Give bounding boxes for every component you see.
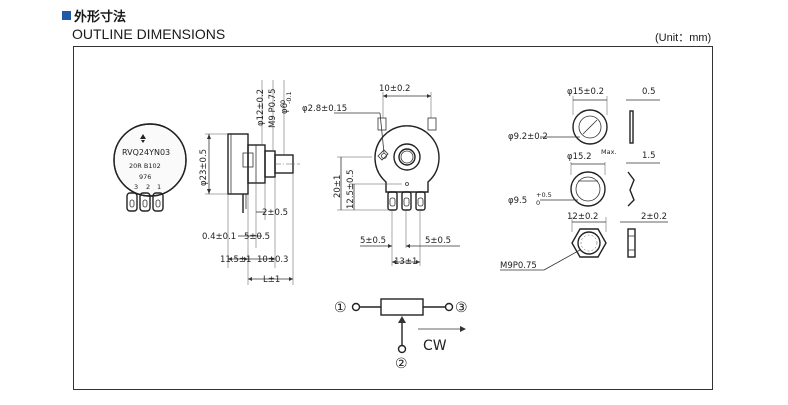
section-title-jp: 外形寸法 bbox=[62, 6, 126, 25]
dim-thread-length: 10±0.3 bbox=[257, 255, 288, 265]
dim-bushing-length: 5±0.5 bbox=[244, 232, 270, 242]
dim-nut-thread: M9P0.75 bbox=[500, 261, 537, 271]
drawing-frame bbox=[73, 46, 713, 390]
nut: 12±0.2 M9P0.75 2±0.2 bbox=[500, 212, 668, 271]
dim-nut-width: 12±0.2 bbox=[567, 212, 598, 222]
washer-2: φ15.2 Max. φ9.5 +0.5 0 1.5 bbox=[508, 148, 660, 207]
dim-shaft-diameter: φ6 bbox=[280, 103, 290, 114]
front-terminals bbox=[126, 192, 164, 212]
dim-pitch-left: 5±0.5 bbox=[360, 236, 386, 246]
dim-nut-thickness: 2±0.2 bbox=[641, 212, 667, 222]
side-view: φ23±0.5 φ12±0.2 M9 P0.75 φ6 -0.1 0 2±0.5… bbox=[199, 80, 300, 285]
dim-hole: φ2.8±0.15 bbox=[302, 104, 347, 114]
dim-shaft-tol-upper: -0.1 bbox=[285, 91, 293, 104]
back-terminals bbox=[387, 191, 426, 211]
pin-label-2: 2 bbox=[146, 183, 150, 191]
dim-pin-span: 13±1 bbox=[394, 257, 417, 267]
dim-washer2-thickness: 1.5 bbox=[642, 151, 656, 161]
rotation-direction-label: CW bbox=[423, 338, 447, 354]
dim-body-diameter: φ23±0.5 bbox=[199, 149, 209, 186]
pin-label-3: 3 bbox=[134, 183, 138, 191]
dim-plate-thickness: 0.4±0.1 bbox=[202, 232, 236, 242]
dim-pitch-right: 5±0.5 bbox=[425, 236, 451, 246]
dim-washer2-outer-sup: Max. bbox=[601, 148, 617, 156]
back-view: 10±0.2 φ2.8±0.15 20±1 12.5±0.5 5±0.5 5±0… bbox=[302, 84, 460, 267]
marking-line3: 976 bbox=[139, 173, 151, 181]
dim-washer2-inner-tol-lower: 0 bbox=[536, 199, 540, 207]
dim-gap: 2±0.5 bbox=[262, 208, 288, 218]
schematic-pin1: ① bbox=[334, 300, 347, 316]
pin-label-1: 1 bbox=[157, 183, 161, 191]
front-view: RVQ24YN03 20R B102 976 3 2 1 bbox=[113, 123, 187, 212]
dim-washer2-inner-tol-upper: +0.5 bbox=[536, 191, 552, 199]
title-jp-text: 外形寸法 bbox=[74, 10, 127, 25]
dim-back-width: 10±0.2 bbox=[379, 84, 410, 94]
dim-washer1-outer: φ15±0.2 bbox=[567, 87, 604, 97]
title-square-icon bbox=[62, 11, 71, 20]
maker-logo-icon bbox=[140, 134, 146, 143]
marking-model: RVQ24YN03 bbox=[122, 148, 170, 157]
dim-washer1-inner: φ9.2±0.2 bbox=[508, 132, 548, 142]
unit-label: (Unit：mm) bbox=[655, 32, 712, 44]
dim-washer1-thickness: 0.5 bbox=[642, 87, 656, 97]
schematic: ① ③ ② CW bbox=[334, 298, 468, 372]
dim-terminal-height: 12.5±0.5 bbox=[346, 169, 356, 209]
schematic-pin3: ③ bbox=[455, 300, 468, 316]
section-title-en: OUTLINE DIMENSIONS bbox=[72, 26, 226, 42]
dim-washer2-outer: φ15.2 bbox=[567, 152, 592, 162]
washer-1: φ15±0.2 φ9.2±0.2 0.5 bbox=[508, 87, 660, 145]
dim-back-height: 20±1 bbox=[333, 175, 343, 198]
dim-shaft-tol-lower: 0 bbox=[279, 100, 287, 104]
dim-thread: M9 P0.75 bbox=[268, 89, 278, 129]
dim-shaft-length: L±1 bbox=[263, 275, 280, 285]
dim-washer2-inner: φ9.5 bbox=[508, 196, 527, 206]
dim-body-length: 11.5±1 bbox=[220, 255, 251, 265]
schematic-pin2: ② bbox=[395, 356, 408, 372]
marking-line2: 20R B102 bbox=[129, 162, 161, 170]
dim-bushing-diameter: φ12±0.2 bbox=[256, 89, 266, 126]
